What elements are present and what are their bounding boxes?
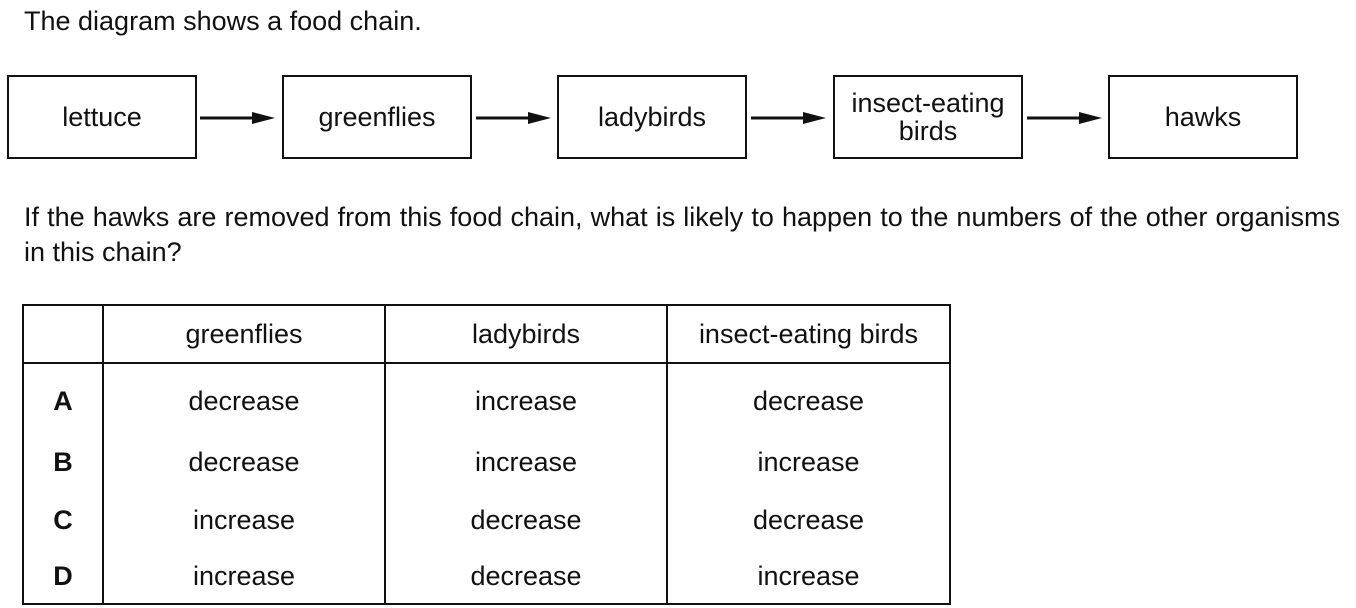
table-cell: decrease bbox=[666, 491, 951, 549]
chain-box-label: hawks bbox=[1164, 102, 1242, 132]
option-letter: B bbox=[22, 433, 104, 491]
chain-box-insect-eating-birds: insect-eating birds bbox=[833, 75, 1023, 159]
food-chain-diagram: lettuce greenflies ladybirds bbox=[0, 0, 1356, 180]
arrow-right-icon bbox=[476, 110, 552, 126]
table-row[interactable]: A decrease increase decrease bbox=[22, 363, 951, 433]
chain-box-label: lettuce bbox=[62, 102, 142, 132]
table-cell: increase bbox=[384, 363, 668, 433]
answer-table: greenflies ladybirds insect-eating birds… bbox=[22, 304, 951, 605]
table-cell: decrease bbox=[666, 363, 951, 433]
table-row[interactable]: C increase decrease decrease bbox=[22, 491, 951, 549]
table-cell: decrease bbox=[384, 491, 668, 549]
table-header-cell bbox=[22, 304, 104, 364]
table-row[interactable]: B decrease increase increase bbox=[22, 433, 951, 491]
intro-text: The diagram shows a food chain. bbox=[24, 6, 422, 36]
table-cell: increase bbox=[384, 433, 668, 491]
option-letter: A bbox=[22, 363, 104, 433]
table-row[interactable]: D increase decrease increase bbox=[22, 549, 951, 605]
table-cell: decrease bbox=[102, 363, 386, 433]
option-letter: D bbox=[22, 549, 104, 605]
chain-box-label: greenflies bbox=[318, 102, 436, 132]
chain-box-label: insect-eating bbox=[851, 88, 1005, 118]
arrow-right-icon bbox=[200, 110, 276, 126]
chain-box-greenflies: greenflies bbox=[282, 75, 472, 159]
table-header-cell: ladybirds bbox=[384, 304, 668, 364]
chain-box-lettuce: lettuce bbox=[7, 75, 197, 159]
table-cell: increase bbox=[102, 491, 386, 549]
arrow-right-icon bbox=[751, 110, 827, 126]
table-cell: increase bbox=[102, 549, 386, 605]
table-cell: decrease bbox=[384, 549, 668, 605]
table-cell: decrease bbox=[102, 433, 386, 491]
chain-box-label: ladybirds bbox=[597, 102, 707, 132]
question-text: If the hawks are removed from this food … bbox=[24, 202, 1340, 267]
chain-box-hawks: hawks bbox=[1108, 75, 1298, 159]
table-header-cell: insect-eating birds bbox=[666, 304, 951, 364]
arrow-right-icon bbox=[1027, 110, 1103, 126]
table-header-row: greenflies ladybirds insect-eating birds bbox=[22, 304, 951, 364]
table-header-cell: greenflies bbox=[102, 304, 386, 364]
table-cell: increase bbox=[666, 433, 951, 491]
chain-box-ladybirds: ladybirds bbox=[557, 75, 747, 159]
option-letter: C bbox=[22, 491, 104, 549]
table-cell: increase bbox=[666, 549, 951, 605]
chain-box-label-line2: birds bbox=[898, 116, 958, 146]
